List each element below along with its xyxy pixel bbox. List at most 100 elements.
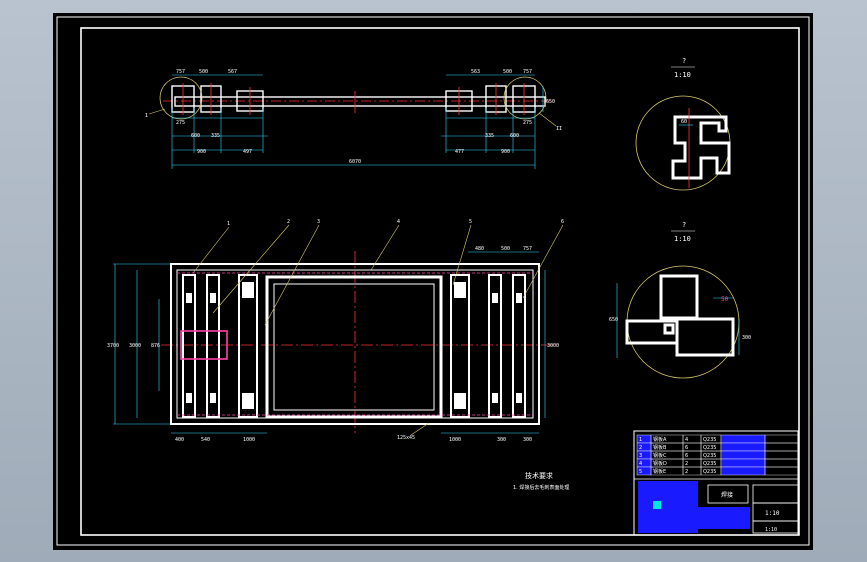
- dim-row2-left-2: 497: [243, 149, 252, 155]
- plan-corner-blocks: [186, 282, 522, 409]
- top-detail-circle-right: [503, 76, 547, 120]
- dim-top-right-1: 563: [471, 69, 480, 75]
- detail-2: ? 1:10 50 650 300: [609, 221, 751, 379]
- detail-2-dim-left: 650: [609, 317, 618, 323]
- plan-callout-4: 4: [397, 219, 400, 225]
- cad-drawing-viewport[interactable]: 757 500 567 563 500 757 275 600 335 335 …: [53, 13, 813, 550]
- plan-leaders: [192, 224, 564, 436]
- dim-top-right-2: 500: [503, 69, 512, 75]
- title-blue-area: [638, 481, 698, 533]
- detail-1-title: ?: [682, 57, 686, 65]
- plan-bottom-right-2: 300: [497, 437, 506, 443]
- plan-bottom-left-1: 400: [175, 437, 184, 443]
- plan-top-dim-3: 757: [523, 246, 532, 252]
- plan-dim-labels: 1 2 3 4 5 6 480 500 757 3700 3000 876 30…: [107, 219, 564, 443]
- plan-left-dim-3: 876: [151, 343, 160, 349]
- title-scale: 1:10: [765, 527, 777, 533]
- detail-2-dim-small: 50: [721, 296, 729, 303]
- parts-cell: 钢板B: [653, 444, 667, 451]
- dim-row2-right-1: 477: [455, 149, 464, 155]
- dim-overall-length: 6070: [349, 159, 361, 165]
- parts-cell: 3: [639, 453, 642, 459]
- top-detail-circle-left: [159, 76, 203, 120]
- plan-bottom-right-3: 300: [523, 437, 532, 443]
- plan-callout-3: 3: [317, 219, 320, 225]
- parts-cell: 6: [685, 445, 688, 451]
- plan-callout-5: 5: [469, 219, 472, 225]
- plan-bottom-left-3: 1000: [243, 437, 255, 443]
- plan-right-dim: 3000: [547, 343, 559, 349]
- top-view-dimensions: [171, 74, 544, 169]
- top-view-dim-labels: 757 500 567 563 500 757 275 600 335 335 …: [145, 69, 562, 165]
- detail-2-scale: 1:10: [674, 235, 691, 243]
- parts-cell: 钢板C: [653, 452, 667, 459]
- parts-cell-bg: [720, 458, 766, 468]
- parts-cell: 4: [639, 461, 642, 467]
- plan-left-dim-1: 3700: [107, 343, 119, 349]
- parts-cell: Q235: [703, 437, 716, 443]
- parts-cell-bg: [764, 458, 799, 468]
- parts-cell: Q235: [703, 445, 716, 451]
- detail-2-title: ?: [682, 221, 686, 229]
- notes-line-1: 1. 焊接后去毛刺表面处理: [513, 484, 569, 491]
- top-beam: [174, 96, 546, 107]
- detail-1-scale: 1:10: [674, 71, 691, 79]
- parts-cell: 钢板D: [653, 460, 667, 467]
- dim-row2-right-2: 900: [501, 149, 510, 155]
- plan-view: 1 2 3 4 5 6 480 500 757 3700 3000 876 30…: [107, 219, 564, 443]
- plan-dimensions: [113, 251, 546, 434]
- parts-cell: 1: [639, 437, 642, 443]
- top-view: [159, 76, 553, 120]
- plan-frame: [170, 263, 540, 425]
- plan-top-dim-1: 480: [475, 246, 484, 252]
- dim-bottom-right-2: 600: [510, 133, 519, 139]
- detail-2-profile: [625, 274, 735, 357]
- plan-bottom-mid: 125x45: [397, 435, 415, 441]
- parts-cell: Q235: [703, 461, 716, 467]
- detail-2-dim-right: 300: [742, 335, 751, 341]
- parts-cell: 2: [685, 461, 688, 467]
- top-leaders: [148, 108, 557, 127]
- detail-1-profile: [671, 115, 731, 180]
- parts-cell: 4: [685, 437, 688, 443]
- parts-cell-bg: [720, 450, 766, 460]
- parts-cell: 钢板E: [653, 468, 666, 475]
- dim-bottom-left-2: 600: [191, 133, 200, 139]
- parts-cell: Q235: [703, 453, 716, 459]
- parts-cell: 5: [639, 469, 642, 475]
- parts-cell: 6: [685, 453, 688, 459]
- parts-cell-bg: [764, 450, 799, 460]
- parts-cell: 2: [639, 445, 642, 451]
- plan-top-dim-2: 500: [501, 246, 510, 252]
- parts-cell: 钢板A: [653, 436, 667, 443]
- dim-bottom-right-3: 275: [523, 120, 532, 126]
- parts-cell-bg: [764, 434, 799, 444]
- title-drawing-no: 1:10: [765, 510, 780, 517]
- parts-cell-bg: [720, 466, 766, 476]
- parts-cell-bg: [764, 466, 799, 476]
- parts-cell-bg: [720, 434, 766, 444]
- title-name: 焊接: [721, 491, 733, 499]
- parts-cell: 2: [685, 469, 688, 475]
- parts-cell-bg: [764, 442, 799, 452]
- detail-1: ? 1:10 60: [635, 57, 731, 191]
- parts-cell: Q235: [703, 469, 716, 475]
- dim-bottom-right-1: 335: [485, 133, 494, 139]
- title-cyan-mark: [653, 501, 661, 509]
- plan-callout-6: 6: [561, 219, 564, 225]
- cad-drawing: 757 500 567 563 500 757 275 600 335 335 …: [56, 16, 810, 546]
- plan-bottom-right-1: 1000: [449, 437, 461, 443]
- plan-callout-1: 1: [227, 221, 230, 227]
- dim-top-left-3: 567: [228, 69, 237, 75]
- parts-cell-bg: [720, 442, 766, 452]
- notes-title: 技术要求: [525, 471, 553, 480]
- dim-top-right-3: 757: [523, 69, 532, 75]
- plan-left-dim-2: 3000: [129, 343, 141, 349]
- detail-1-dim: 60: [681, 119, 687, 125]
- dim-top-left-2: 500: [199, 69, 208, 75]
- dim-top-left-1: 757: [176, 69, 185, 75]
- plan-bottom-left-2: 540: [201, 437, 210, 443]
- dim-bottom-left-3: 335: [211, 133, 220, 139]
